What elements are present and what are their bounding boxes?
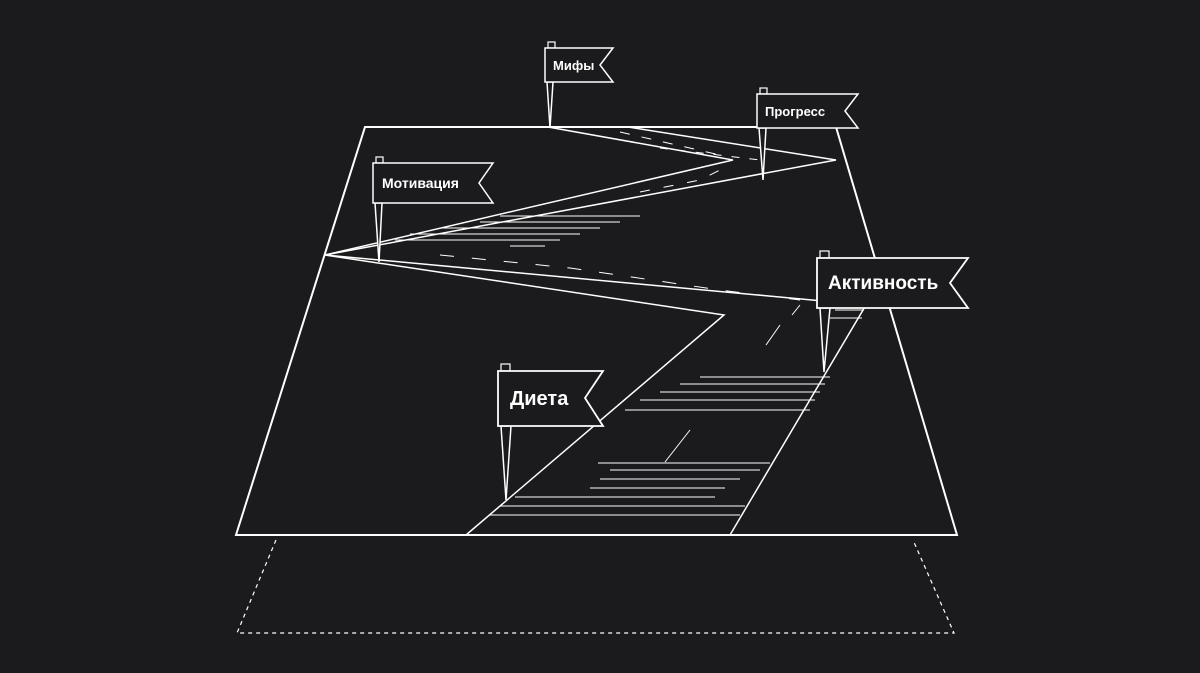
flag-label-activity: Активность — [828, 273, 938, 294]
flag-banner-diet — [497, 370, 605, 427]
plateau-outline — [234, 126, 959, 536]
road-right-edge — [324, 126, 868, 536]
flag-myths: Мифы — [544, 41, 615, 129]
flag-banner-activity — [816, 257, 970, 309]
flag-pole-myths — [546, 81, 554, 129]
flag-progress: Прогресс — [756, 87, 860, 181]
flag-label-progress: Прогресс — [765, 104, 825, 119]
base-shadow-outline — [236, 539, 955, 634]
flag-label-myths: Мифы — [553, 58, 594, 73]
flag-pole-diet — [500, 425, 512, 501]
flag-banner-myths — [544, 47, 615, 83]
flag-label-motivation: Мотивация — [382, 175, 459, 191]
flag-label-diet: Диета — [510, 388, 569, 410]
road-texture — [395, 131, 864, 516]
flag-diet: Диета — [497, 363, 605, 501]
road — [324, 126, 868, 536]
flag-motivation: Мотивация — [372, 156, 495, 263]
flag-activity: Активность — [816, 250, 970, 373]
flag-pole-activity — [819, 307, 831, 373]
flag-banner-progress — [756, 93, 860, 129]
flag-banner-motivation — [372, 162, 495, 204]
flag-pole-progress — [758, 127, 767, 181]
flag-pole-motivation — [374, 202, 383, 263]
